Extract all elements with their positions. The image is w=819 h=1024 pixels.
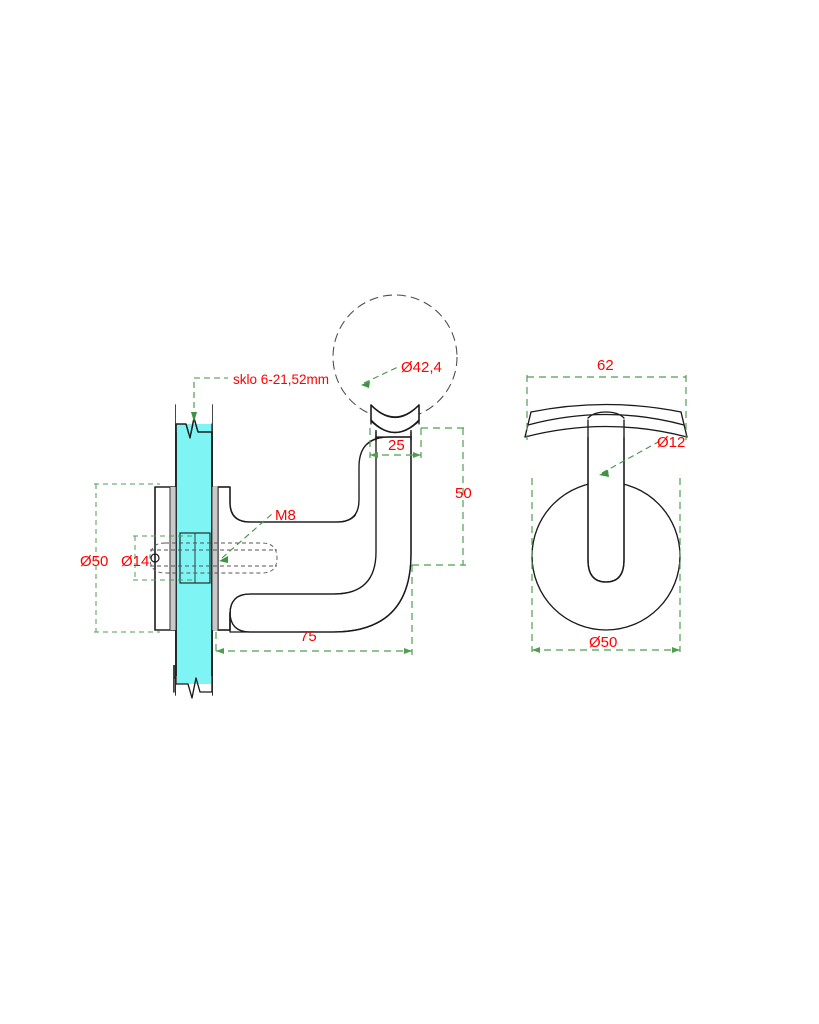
flange-diameter-dimension [94,483,160,633]
glass-break-symbols [175,404,213,700]
tube-diameter-leader [361,366,399,388]
rosette-diameter-label: Ø50 [589,634,617,651]
stem-diameter-label: Ø12 [657,434,685,451]
saddle-width-label: 25 [388,437,405,454]
glass-thickness-note-label: sklo 6-21,52mm [233,372,329,387]
m8-leader [219,513,273,563]
handrail-tube-outline [332,294,458,420]
flange-diameter-label: Ø50 [80,553,108,570]
side-view-geometry [149,395,480,700]
projection-length-label: 75 [300,628,317,645]
saddle-plate [524,403,688,438]
saddle-length-label: 62 [597,357,614,374]
glass-note-leader [191,377,228,422]
front-view-dimensions: 62 Ø12 Ø50 [526,357,687,653]
tube-saddle [370,404,420,441]
fixing-bolt-detail [150,532,211,584]
side-section-view: sklo 6-21,52mm Ø42,4 25 50 75 M8 Ø50 Ø14 [80,294,480,700]
projection-dimension [215,565,413,655]
thread-size-label: M8 [275,507,296,524]
front-view: 62 Ø12 Ø50 [524,357,688,653]
bore-diameter-label: Ø14 [121,553,149,570]
bore-diameter-dimension [133,535,196,581]
saddle-width-dimension [369,428,422,458]
stem-diameter-leader [599,440,661,477]
side-view-dimensions: sklo 6-21,52mm Ø42,4 25 50 75 M8 Ø50 Ø14 [80,359,472,655]
drop-height-label: 50 [455,485,472,502]
tube-diameter-label: Ø42,4 [401,359,442,376]
drop-height-dimension [412,427,466,566]
m8-thread-hidden [149,542,278,574]
rosette-diameter-dimension [531,478,681,653]
stem [587,417,625,583]
saddle-length-dimension [526,375,687,440]
